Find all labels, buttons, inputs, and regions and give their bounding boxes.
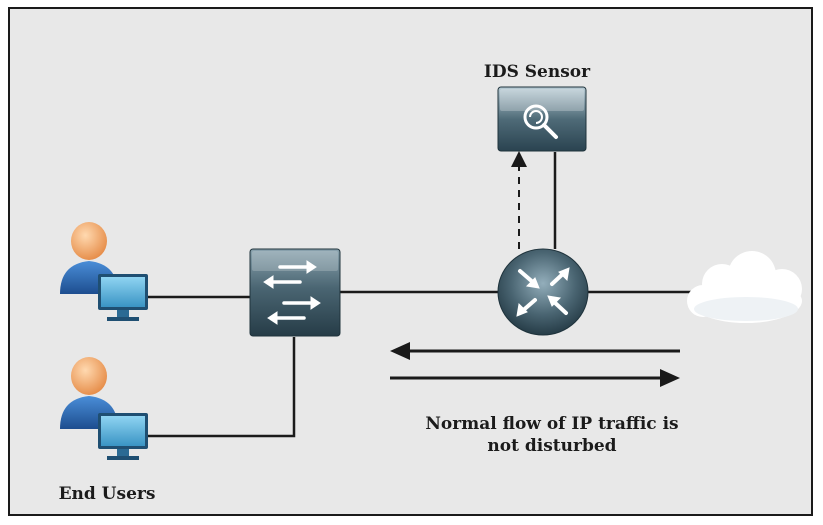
diagram-frame: IDS Sensor End Users Normal flow of IP t… [8, 7, 813, 516]
traffic-caption-line2: not disturbed [487, 436, 617, 456]
traffic-arrows [390, 342, 680, 387]
traffic-caption-line1: Normal flow of IP traffic is [425, 414, 679, 434]
connection-lines [148, 151, 700, 438]
link-user2-switch [148, 337, 296, 438]
end-users-label: End Users [58, 484, 156, 504]
user-workstation-icon [60, 357, 148, 460]
cloud-icon [687, 251, 802, 323]
network-diagram [60, 86, 802, 460]
ids-sensor-icon [497, 86, 587, 152]
ids-sensor-label: IDS Sensor [483, 62, 591, 82]
user-workstation-icon [60, 222, 148, 321]
switch-icon [249, 248, 341, 337]
router-icon [497, 248, 589, 336]
